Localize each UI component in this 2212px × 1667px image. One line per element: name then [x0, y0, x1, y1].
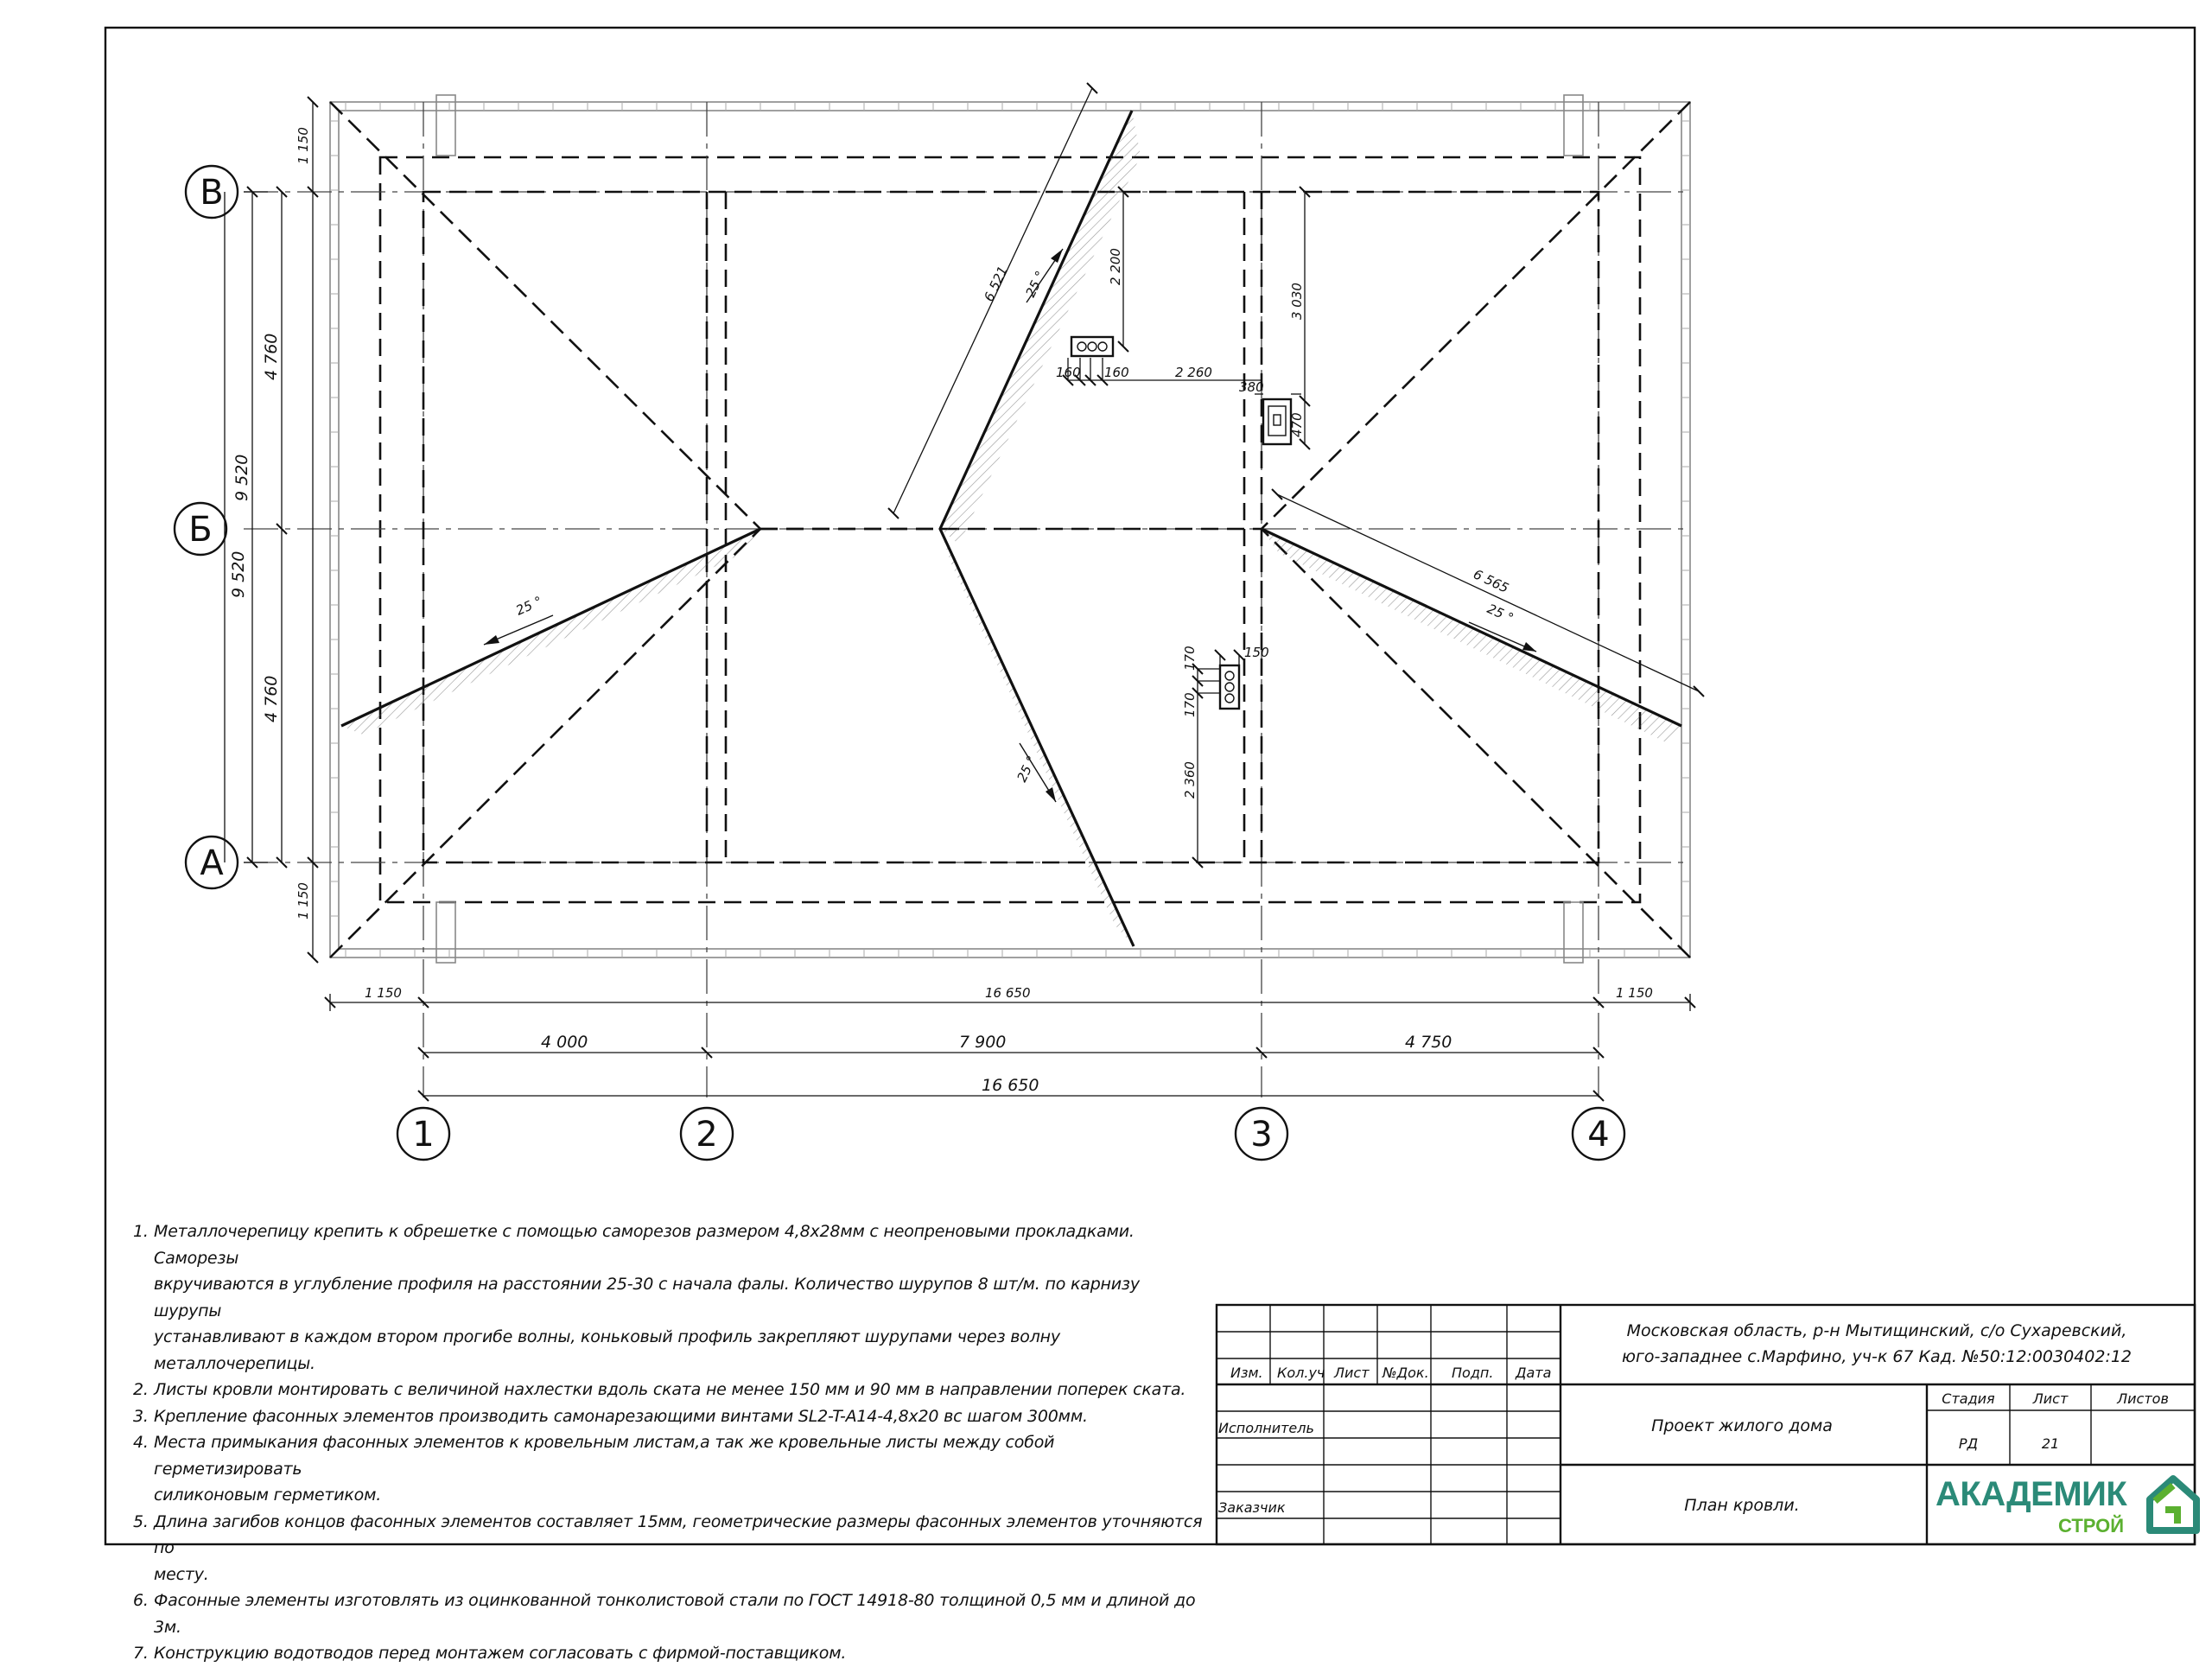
vent-top: 2 200 160 160 2 260 — [1056, 186, 1262, 386]
walls-dashed — [422, 190, 1600, 864]
sheet-frame — [104, 26, 2196, 1546]
dim-bay-2-3: 7 900 — [959, 1033, 1006, 1052]
axis-label-3: 3 — [1250, 1115, 1272, 1155]
axis-label-a: А — [200, 843, 224, 883]
axis-bubbles-letters: В Б А — [173, 164, 239, 890]
tb-header-koluch: Кол.уч — [1277, 1365, 1325, 1381]
vent-low: 170 170 2 360 150 — [1182, 645, 1269, 868]
dim-vent-low-b: 170 — [1182, 692, 1198, 717]
tb-header-podp: Подп. — [1452, 1365, 1493, 1381]
dim-vent-a: 160 — [1056, 365, 1081, 380]
tb-sheet-title: План кровли. — [1684, 1496, 1799, 1515]
dim-vent-low-a: 170 — [1182, 646, 1198, 671]
note-line: Металлочерепицу крепить к обрешетке с по… — [154, 1222, 1135, 1268]
note-number: 3. — [133, 1406, 149, 1426]
house-logo-icon — [2146, 1475, 2200, 1534]
hip-lines — [329, 101, 1691, 958]
rafter-dim-right: 6 565 — [1471, 566, 1511, 595]
note-item: 1. Металлочерепицу крепить к обрешетке с … — [133, 1218, 1205, 1377]
dim-bottom-eave: 1 150 — [296, 882, 311, 919]
note-line: Конструкцию водотводов перед монтажем со… — [154, 1644, 847, 1663]
dim-bottom-overall: 16 650 — [985, 985, 1031, 1001]
bottom-dims: 1 150 16 650 1 150 4 000 7 900 4 750 16 … — [324, 985, 1696, 1102]
note-number: 2. — [133, 1380, 149, 1399]
tb-address-1: Московская область, р-н Мытищинский, с/о… — [1627, 1321, 2127, 1340]
chimney: 3 030 380 470 — [1239, 186, 1311, 450]
axis-label-b: Б — [188, 510, 212, 550]
tb-header-data: Дата — [1515, 1365, 1551, 1381]
tb-stage: РД — [1959, 1435, 1978, 1452]
note-number: 5. — [133, 1511, 149, 1531]
dim-chimney-b: 470 — [1289, 412, 1305, 437]
roof-plan-drawing: .thin { stroke:#111; stroke-width:1.4; f… — [104, 26, 2196, 1546]
roof-outline — [329, 94, 1691, 964]
dim-vent-low-c: 150 — [1244, 645, 1269, 660]
dim-chimney-a: 380 — [1239, 379, 1264, 395]
dim-top-eave: 1 150 — [296, 127, 311, 164]
note-line: Крепление фасонных элементов производить… — [154, 1406, 1088, 1426]
dim-bottom-left-eave: 1 150 — [365, 985, 402, 1001]
note-number: 1. — [133, 1222, 149, 1241]
section-lines — [340, 110, 1682, 947]
left-dims: 1 150 1 150 4 760 4 760 9 520 9 520 — [224, 96, 319, 964]
slope-label-right: 25 ° — [1484, 601, 1516, 626]
note-line: силиконовым герметиком. — [154, 1486, 382, 1505]
note-item: 7. Конструкцию водотводов перед монтажем … — [133, 1640, 1205, 1667]
axis-grid — [244, 102, 1690, 1098]
axis-bubbles-numbers: 1 2 3 4 — [396, 1106, 1626, 1161]
note-line: Места примыкания фасонных элементов к кр… — [154, 1433, 1055, 1479]
slope-label-top: 25 ° — [1022, 269, 1048, 300]
logo-subtitle: СТРОЙ — [2058, 1515, 2125, 1537]
note-line: Листы кровли монтировать с величиной нах… — [154, 1380, 1186, 1399]
dim-vent-b: 160 — [1104, 365, 1129, 380]
note-line: устанавливают в каждом втором прогибе во… — [154, 1327, 1060, 1373]
axis-label-v: В — [200, 173, 223, 213]
axis-label-2: 2 — [696, 1115, 717, 1155]
tb-executor: Исполнитель — [1218, 1420, 1314, 1436]
dim-bay-1-2: 4 000 — [541, 1033, 588, 1052]
rafter-dim-left: 6 521 — [981, 264, 1010, 304]
note-line: Длина загибов концов фасонных элементов … — [154, 1511, 1203, 1558]
note-line: вкручиваются в углубление профиля на рас… — [154, 1275, 1140, 1320]
company-logo: АКАДЕМИК СТРОЙ — [1936, 1472, 2200, 1543]
note-item: 5.Длина загибов концов фасонных элементо… — [133, 1509, 1205, 1588]
note-item: 6. Фасонные элементы изготовлять из оцинк… — [133, 1587, 1205, 1640]
tb-project: Проект жилого дома — [1651, 1416, 1833, 1435]
note-number: 6. — [133, 1591, 149, 1610]
dim-left-upper: 4 760 — [262, 334, 281, 380]
dim-left-total: 9 520 — [229, 551, 248, 598]
dim-vent-low-v: 2 360 — [1182, 761, 1198, 799]
dim-chimney-v: 3 030 — [1289, 283, 1305, 320]
axis-label-1: 1 — [412, 1115, 434, 1155]
dim-left-lower: 4 760 — [262, 676, 281, 722]
dim-bay-3-4: 4 750 — [1405, 1033, 1452, 1052]
note-line: Фасонные элементы изготовлять из оцинков… — [154, 1591, 1196, 1637]
tb-header-ndok: №Док. — [1382, 1365, 1429, 1381]
note-item: 4. Места примыкания фасонных элементов к … — [133, 1429, 1205, 1509]
dim-vent-top-v: 2 200 — [1108, 248, 1123, 285]
tb-header-list: Лист — [1333, 1365, 1370, 1381]
logo-wordmark: АКАДЕМИК — [1936, 1475, 2127, 1513]
tb-address-2: юго-западнее с.Марфино, уч-к 67 Кад. №50… — [1622, 1347, 2132, 1366]
slope-label-left: 25 ° — [513, 593, 544, 618]
dim-left-span: 9 520 — [232, 455, 251, 501]
tb-sheet-no: 21 — [2042, 1435, 2059, 1452]
tb-sheets-label: Листов — [2116, 1390, 2169, 1407]
slope-arrows: 25 ° 25 ° 25 ° 25 ° — [483, 248, 1537, 803]
note-item: 3.Крепление фасонных элементов производи… — [133, 1403, 1205, 1430]
tb-sheet-label: Лист — [2032, 1390, 2069, 1407]
title-block: Изм. Кол.уч Лист №Док. Подп. Дата Исполн… — [1215, 1303, 2196, 1546]
general-notes: 1. Металлочерепицу крепить к обрешетке с … — [133, 1218, 1205, 1667]
note-number: 7. — [133, 1644, 149, 1663]
dim-bottom-right-eave: 1 150 — [1616, 985, 1653, 1001]
tb-stage-label: Стадия — [1942, 1390, 1995, 1407]
axis-label-4: 4 — [1587, 1115, 1609, 1155]
dim-vent-top-h: 2 260 — [1175, 365, 1212, 380]
note-line: месту. — [154, 1564, 209, 1584]
tb-header-izm: Изм. — [1230, 1365, 1263, 1381]
dim-bottom-axes-total: 16 650 — [982, 1076, 1039, 1095]
note-item: 2. Листы кровли монтировать с величиной н… — [133, 1377, 1205, 1403]
note-number: 4. — [133, 1433, 149, 1452]
tb-customer: Заказчик — [1218, 1499, 1286, 1516]
